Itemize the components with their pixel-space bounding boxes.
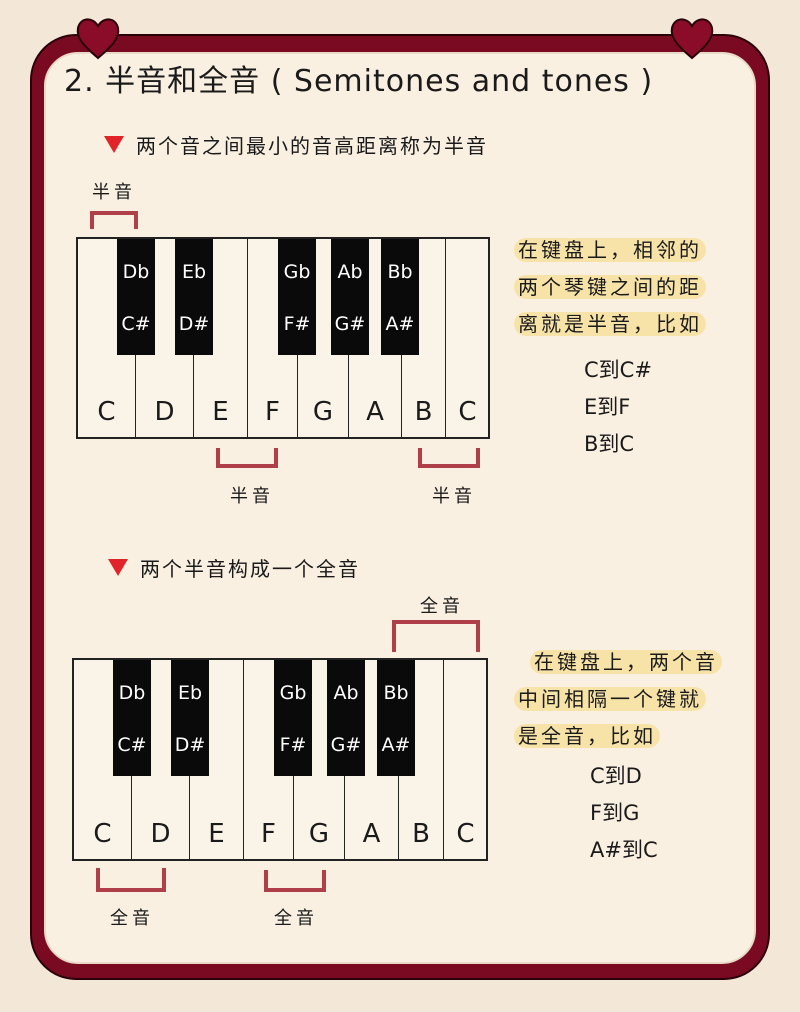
tone-bracket [264, 870, 326, 892]
white-key: C [446, 239, 490, 437]
tone-label: 全音 [274, 908, 318, 929]
triangle-down-icon [104, 136, 124, 153]
semitone-label: 半音 [432, 486, 476, 507]
heading-text: 两个半音构成一个全音 [140, 557, 360, 581]
tone-bracket [96, 868, 166, 892]
white-key: B [399, 660, 444, 859]
white-key: E [194, 239, 248, 437]
heading-text: 两个音之间最小的音高距离称为半音 [136, 134, 488, 158]
tone-bracket [392, 620, 480, 652]
white-key: C [444, 660, 488, 859]
semitone-bracket [418, 448, 480, 468]
section1-heading: 两个音之间最小的音高距离称为半音 [104, 130, 488, 159]
white-key: B [402, 239, 446, 437]
tone-examples: C到D F到G A#到C [590, 764, 658, 862]
tone-label: 全音 [420, 596, 464, 617]
heart-icon [76, 18, 120, 60]
semitone-explanation: 在键盘上，相邻的 两个琴键之间的距 离就是半音，比如 [514, 232, 706, 343]
heart-icon [670, 18, 714, 60]
semitone-label: 半音 [92, 182, 136, 203]
tone-label: 全音 [110, 908, 154, 929]
white-key: E [190, 660, 244, 859]
tone-explanation: 在键盘上，两个音 中间相隔一个键就 是全音，比如 [514, 644, 722, 755]
semitone-label: 半音 [230, 486, 274, 507]
section2-heading: 两个半音构成一个全音 [108, 553, 360, 582]
triangle-down-icon [108, 559, 128, 576]
semitone-bracket [90, 211, 138, 229]
page-title: 2. 半音和全音 ( Semitones and tones ) [64, 64, 654, 99]
semitone-bracket [216, 448, 278, 468]
semitone-examples: C到C# E到F B到C [584, 358, 652, 456]
